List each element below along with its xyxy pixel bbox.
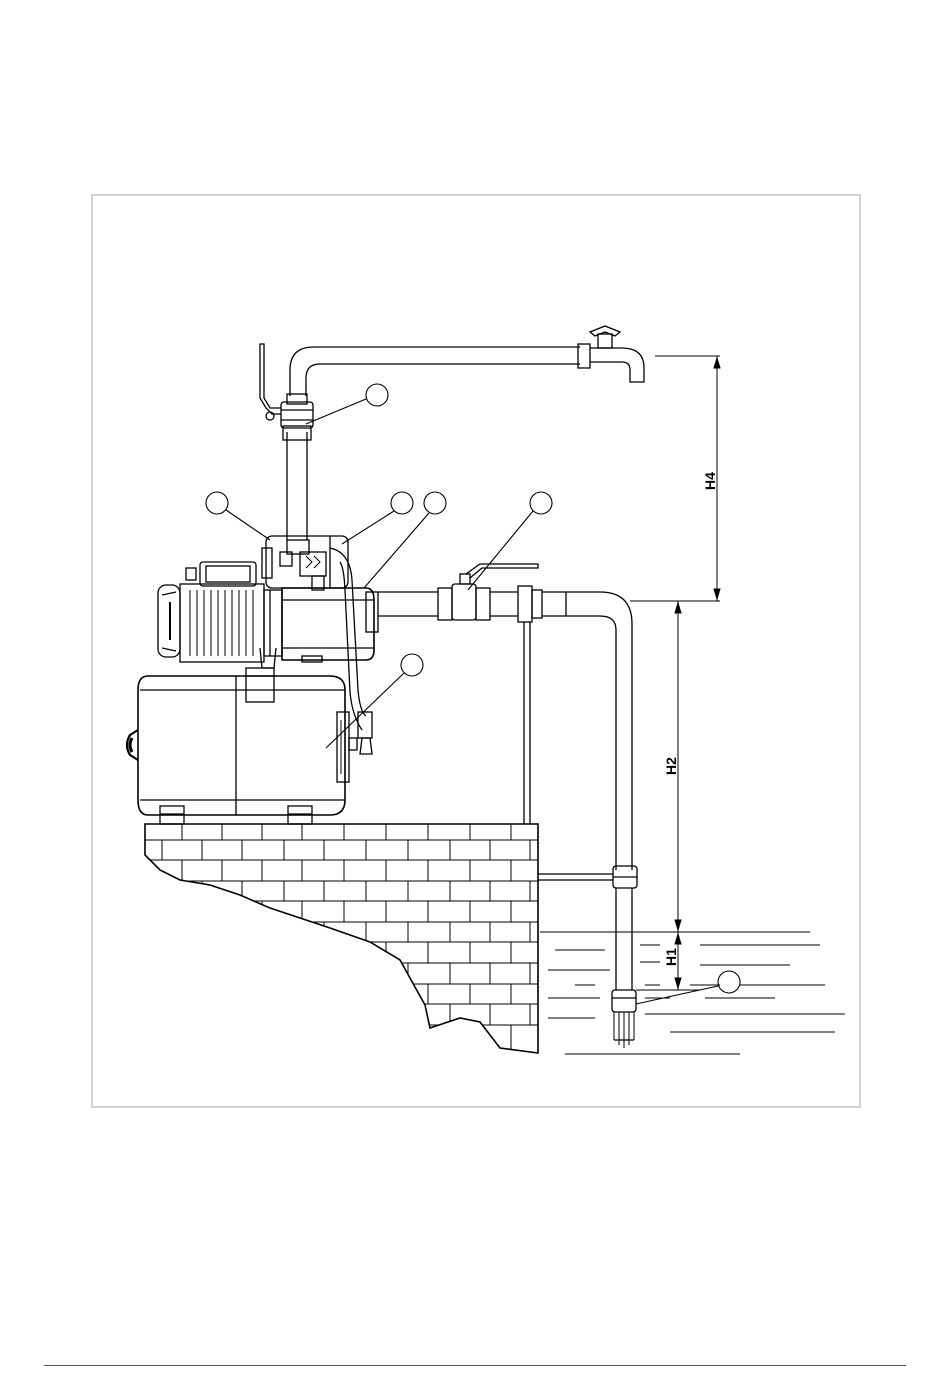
pump-body [262, 536, 378, 662]
delivery-pipe-top [290, 326, 644, 396]
pressure-tank [127, 668, 357, 824]
connection-hose [330, 548, 372, 754]
callout-circle-6 [401, 654, 423, 676]
callout-circle-2 [206, 492, 228, 514]
label-h1: H1 [663, 948, 679, 966]
callout-circle-7 [718, 971, 740, 993]
callout-circle-5 [530, 492, 552, 514]
suction-pipe-vertical [538, 592, 637, 1048]
brick-wall [145, 824, 538, 1053]
callout-circle-3 [391, 492, 413, 514]
callout-circle-4 [424, 492, 446, 514]
label-h4: H4 [702, 472, 718, 490]
suction-pipe-horizontal [378, 564, 600, 824]
callout-circle-1 [366, 384, 388, 406]
callouts [206, 384, 740, 1004]
footer-rule [44, 1365, 906, 1366]
dimension-lines [630, 356, 720, 990]
label-h2: H2 [663, 757, 679, 775]
delivery-riser [260, 344, 313, 540]
water-surface [540, 932, 845, 1054]
